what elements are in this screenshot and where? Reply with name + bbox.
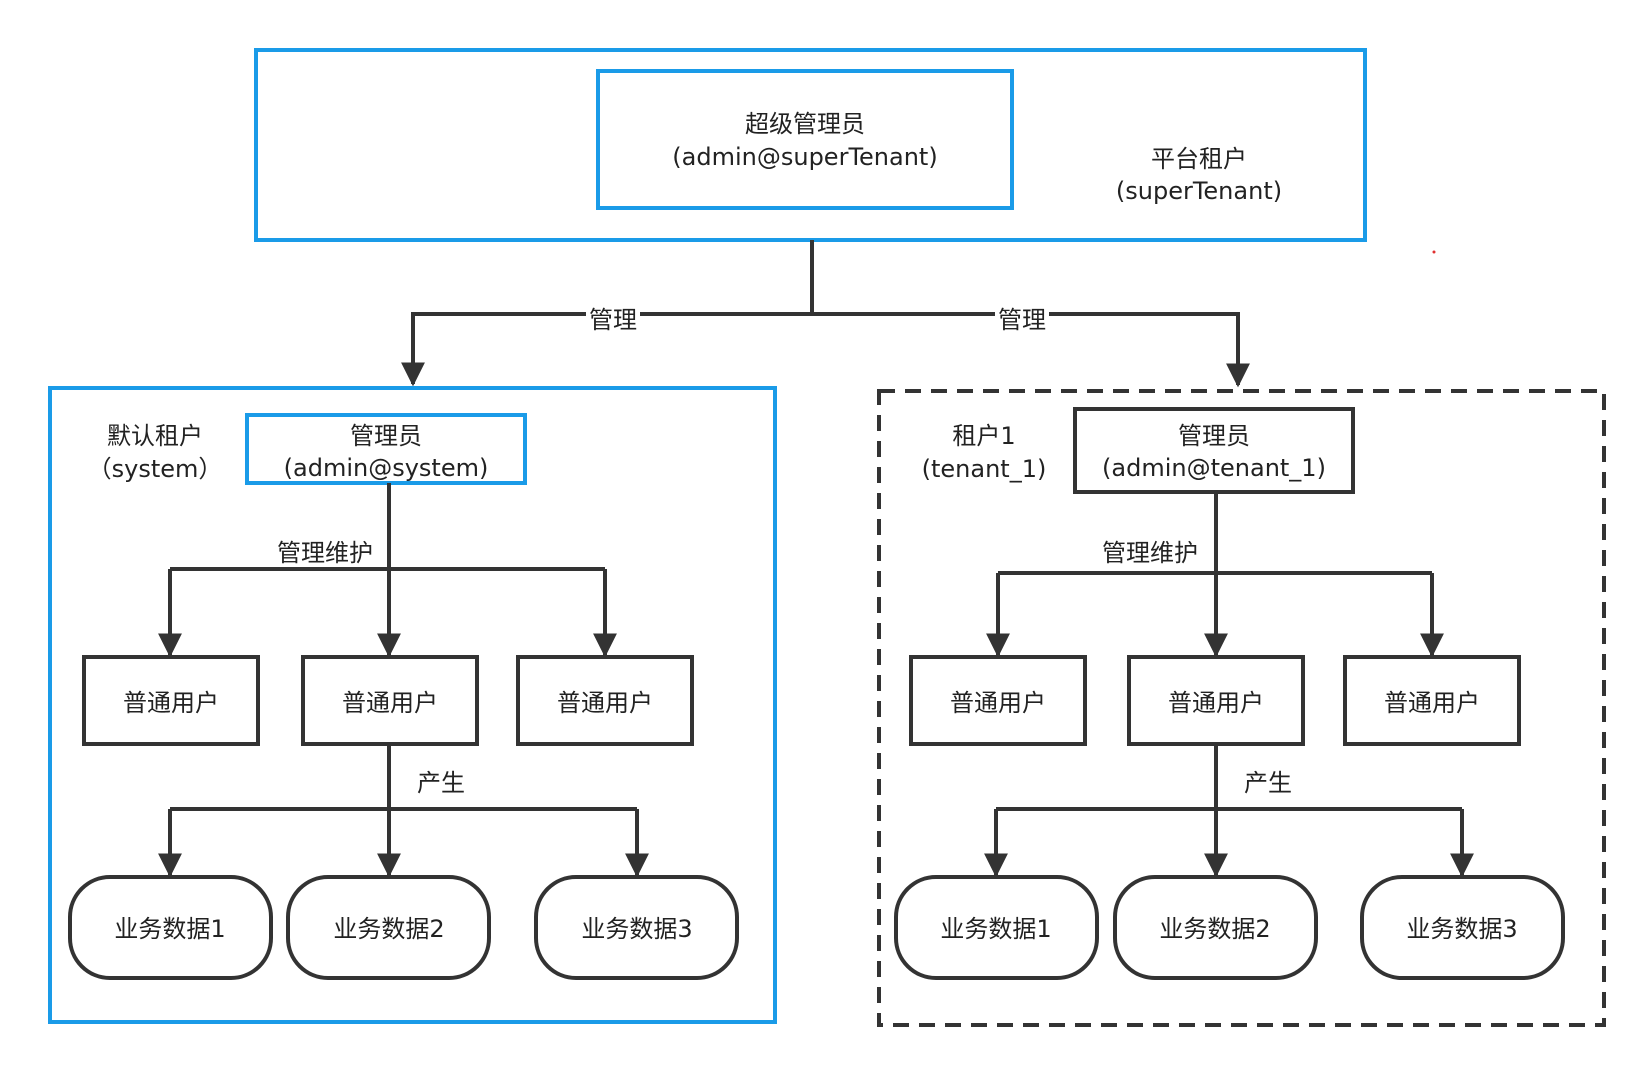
stray-dot bbox=[1432, 250, 1436, 254]
tenant1-admin-title: 管理员 bbox=[1178, 422, 1250, 450]
system-user-3 bbox=[516, 655, 694, 746]
system-user-3-label: 普通用户 bbox=[557, 689, 653, 717]
tenant1-produce-connectors bbox=[984, 744, 1474, 878]
tenant1-user-1 bbox=[909, 655, 1087, 746]
system-admin-box bbox=[245, 413, 527, 485]
system-produce-connectors bbox=[158, 744, 649, 878]
tenant1-maintain-label: 管理维护 bbox=[1102, 539, 1198, 567]
manage-label-right: 管理 bbox=[998, 306, 1046, 334]
system-data-1 bbox=[68, 875, 273, 980]
platform-tenant-id: (superTenant) bbox=[1116, 177, 1282, 205]
default-tenant-id: （system） bbox=[88, 455, 223, 483]
system-data-2-label: 业务数据2 bbox=[333, 915, 444, 943]
system-data-1-label: 业务数据1 bbox=[114, 915, 225, 943]
manage-label-left: 管理 bbox=[589, 306, 637, 334]
system-user-2-label: 普通用户 bbox=[342, 689, 438, 717]
super-admin-box bbox=[596, 69, 1014, 210]
tenant1-admin-account: (admin@tenant_1) bbox=[1102, 454, 1326, 482]
tenant1-data-3-label: 业务数据3 bbox=[1406, 915, 1517, 943]
system-data-3-label: 业务数据3 bbox=[581, 915, 692, 943]
tenant1-title: 租户1 bbox=[952, 422, 1015, 450]
tenant1-data-3 bbox=[1360, 875, 1565, 980]
system-maintain-label: 管理维护 bbox=[277, 539, 373, 567]
system-admin-title: 管理员 bbox=[350, 422, 422, 450]
tenant1-user-1-label: 普通用户 bbox=[950, 689, 1046, 717]
tenant1-data-2-label: 业务数据2 bbox=[1159, 915, 1270, 943]
manage-connector-left bbox=[401, 312, 812, 387]
system-data-2 bbox=[286, 875, 491, 980]
tenant1-data-2 bbox=[1113, 875, 1318, 980]
tenant1-data-1-label: 业务数据1 bbox=[940, 915, 1051, 943]
tenant1-produce-label: 产生 bbox=[1244, 769, 1292, 797]
system-user-1-label: 普通用户 bbox=[123, 689, 219, 717]
system-admin-account: (admin@system) bbox=[284, 454, 489, 482]
tenant1-id: (tenant_1) bbox=[922, 455, 1047, 483]
tenant1-user-3-label: 普通用户 bbox=[1384, 689, 1480, 717]
default-tenant-title: 默认租户 bbox=[107, 422, 203, 450]
super-admin-account: (admin@superTenant) bbox=[672, 143, 937, 171]
tenant1-user-3 bbox=[1343, 655, 1521, 746]
system-maintain-connectors bbox=[158, 483, 617, 658]
tenant1-user-2-label: 普通用户 bbox=[1168, 689, 1264, 717]
tenant1-maintain-connectors bbox=[986, 492, 1444, 658]
system-data-3 bbox=[534, 875, 739, 980]
system-user-1 bbox=[82, 655, 260, 746]
super-admin-title: 超级管理员 bbox=[745, 110, 865, 138]
default-tenant-box bbox=[48, 386, 777, 1024]
tenant1-data-1 bbox=[894, 875, 1099, 980]
manage-connector-right bbox=[812, 312, 1250, 388]
manage-connectors bbox=[401, 240, 1250, 388]
system-produce-label: 产生 bbox=[417, 769, 465, 797]
tenant1-box bbox=[877, 389, 1606, 1027]
platform-tenant-title: 平台租户 bbox=[1151, 145, 1247, 173]
